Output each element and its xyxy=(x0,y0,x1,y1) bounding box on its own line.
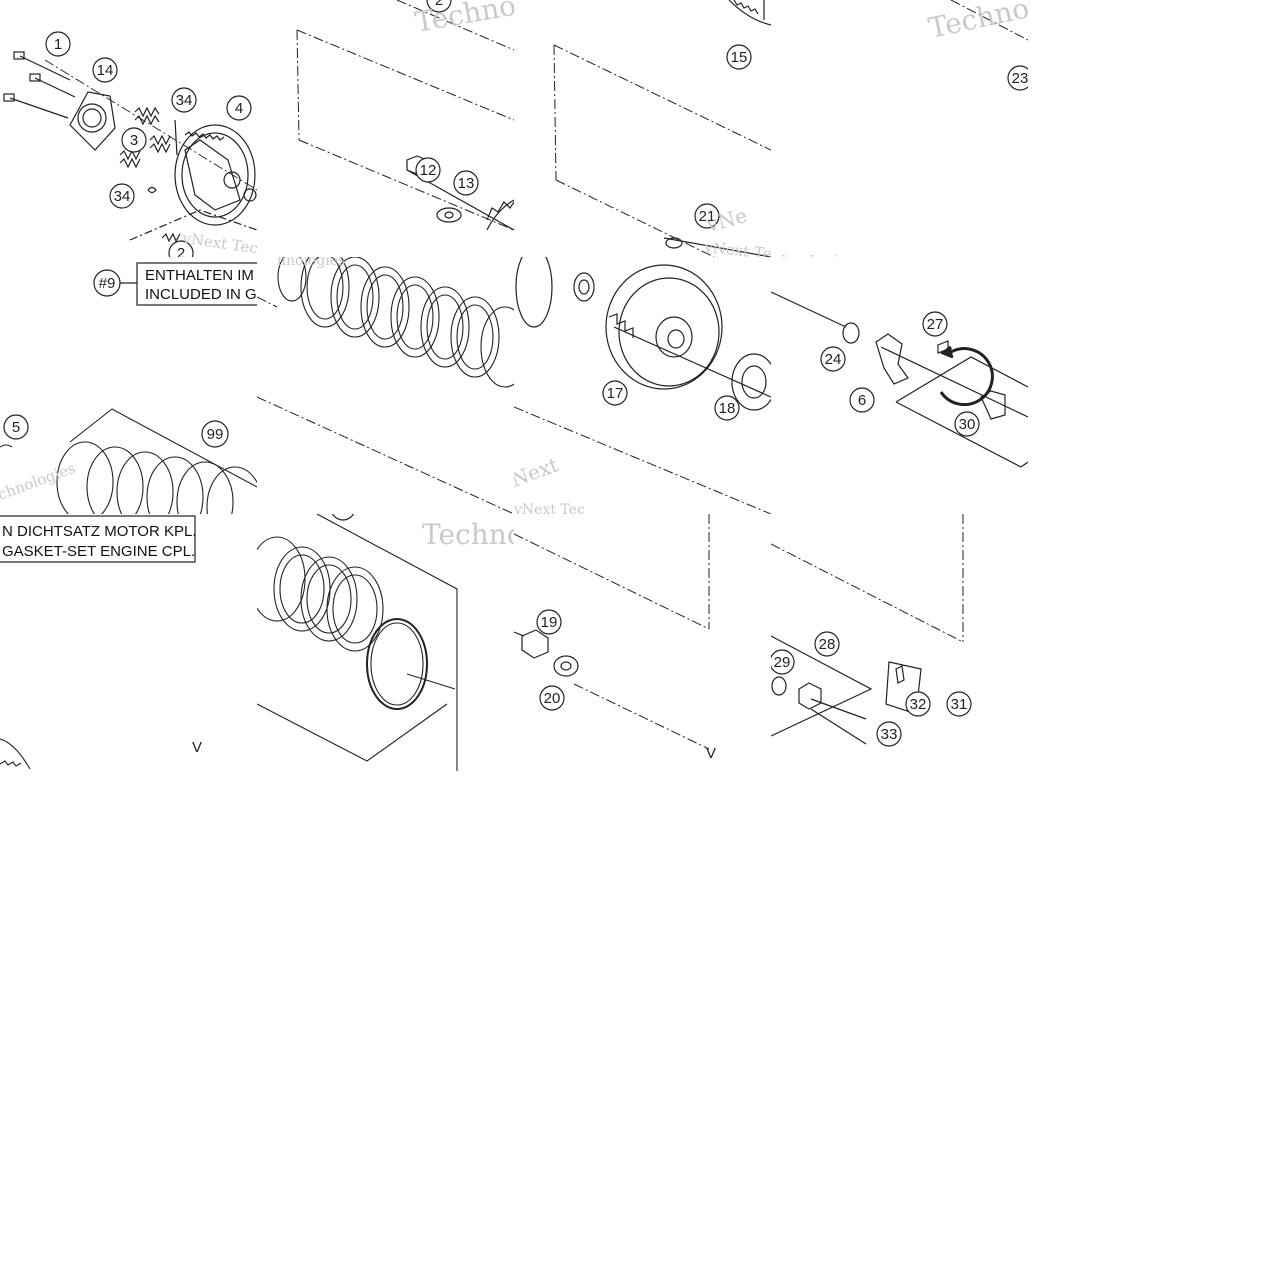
callout-28: 28 xyxy=(819,636,836,653)
tile-disc-pack: 16 Techno xyxy=(257,514,514,771)
callout-33: 33 xyxy=(881,726,898,743)
watermark: Techno xyxy=(412,0,514,39)
tile-label-gasket: N DICHTSATZ MOTOR KPL. GASKET-SET ENGINE… xyxy=(0,514,257,771)
callout-32: 32 xyxy=(910,696,927,713)
callout-18: 18 xyxy=(719,400,736,417)
watermark: vNext Tec xyxy=(703,238,771,257)
callout-29: 29 xyxy=(774,654,791,671)
watermark: V xyxy=(706,745,716,762)
callout-27: 27 xyxy=(927,316,944,333)
tile-shift-corner: 23 Techno chnologies xyxy=(771,0,1028,257)
callout-6: 6 xyxy=(858,392,866,409)
tile-clutch-discs: hnologies xyxy=(257,257,514,514)
included-label-en: INCLUDED IN G xyxy=(145,286,257,303)
callout-3: 3 xyxy=(130,132,138,149)
gasket-label-de: N DICHTSATZ MOTOR KPL. xyxy=(2,523,196,540)
tile-nut-washer: 2 12 13 Techno xyxy=(257,0,514,257)
callout-34: 34 xyxy=(176,92,193,109)
callout-1: 1 xyxy=(54,36,62,53)
tile-actuator: 28 29 32 31 33 xyxy=(771,514,1028,771)
watermark: hnologies xyxy=(277,257,345,269)
included-label-de: ENTHALTEN IM xyxy=(145,267,254,284)
callout-20: 20 xyxy=(544,690,561,707)
callout-2: 2 xyxy=(177,245,185,257)
callout-12: 12 xyxy=(420,162,437,179)
callout-9: #9 xyxy=(99,275,116,292)
callout-23: 23 xyxy=(1012,70,1028,87)
callout-34b: 34 xyxy=(114,188,131,205)
callout-1-circle xyxy=(45,31,71,57)
callout-19: 19 xyxy=(541,614,558,631)
gasket-label-en: GASKET-SET ENGINE CPL. xyxy=(2,543,195,560)
callout-2b: 2 xyxy=(435,0,443,9)
callout-5: 5 xyxy=(12,419,20,436)
tile-outer-basket: 17 18 Next vNext Tec xyxy=(514,257,771,514)
callout-30: 30 xyxy=(959,416,976,433)
callout-17: 17 xyxy=(607,385,624,402)
tile-label-included: #9 ENTHALTEN IM INCLUDED IN G 5 99 chnol… xyxy=(0,257,257,514)
watermark: chnologies xyxy=(773,252,855,257)
tile-bearing: 19 20 V Te xyxy=(514,514,771,771)
callout-24: 24 xyxy=(825,351,842,368)
watermark: Next xyxy=(514,453,561,492)
callout-15: 15 xyxy=(731,49,748,66)
callout-16: 16 xyxy=(335,514,352,517)
watermark: chnologies xyxy=(0,459,78,504)
watermark: V xyxy=(192,739,202,756)
callout-4: 4 xyxy=(235,100,243,117)
callout-99: 99 xyxy=(207,426,224,443)
callout-13: 13 xyxy=(458,175,475,192)
callout-21: 21 xyxy=(699,208,716,225)
tile-clutch-cover: 1 14 34 4 3 34 2 vNext Tec xyxy=(0,0,257,257)
callout-14: 14 xyxy=(97,62,114,79)
tile-release-shaft: 27 24 6 30 Te xyxy=(771,257,1028,514)
callout-31: 31 xyxy=(951,696,968,713)
tile-clutch-hub: 15 21 vNe vNext Tec xyxy=(514,0,771,257)
watermark: vNext Tec xyxy=(514,502,585,514)
watermark: Techno xyxy=(926,0,1028,45)
watermark: Techno xyxy=(422,518,514,551)
